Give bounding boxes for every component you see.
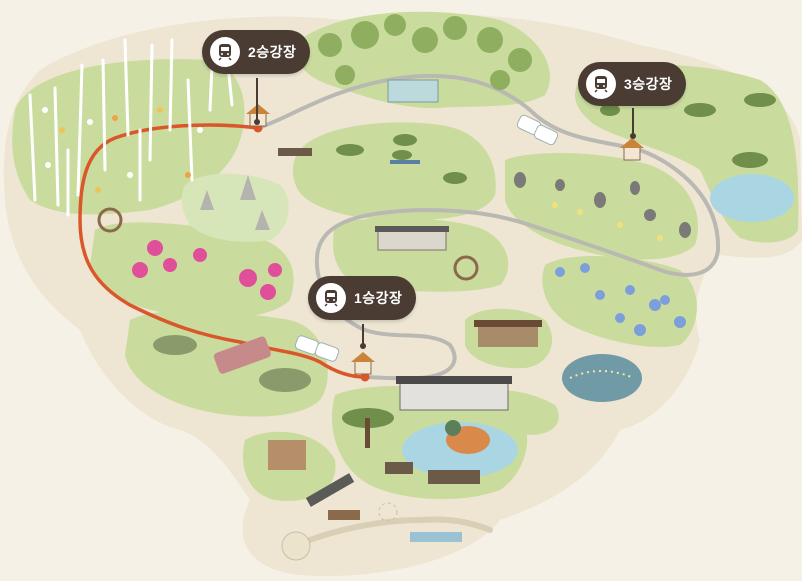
center-garden-zone: [333, 217, 509, 292]
route-point-1: [360, 372, 370, 382]
station-1-pin[interactable]: 1승강장: [308, 276, 417, 320]
monorail-track: [256, 73, 721, 381]
village-roof: [396, 376, 512, 384]
boardwalk: [305, 473, 355, 507]
station-2-stem: [254, 78, 260, 125]
hydrangea-zone: [542, 255, 697, 348]
stone-towers: [200, 175, 270, 230]
mandarin-duck-head: [445, 420, 461, 436]
south-gate: [428, 470, 480, 484]
station-1-label: 1승강장: [354, 290, 403, 306]
station-1-stem: [360, 324, 366, 349]
south-circle: [378, 502, 398, 522]
station-3-pin[interactable]: 3승강장: [578, 62, 687, 106]
pine-pond: [710, 174, 794, 222]
brick-tower: [268, 440, 306, 470]
bonsai-pot: [390, 160, 420, 164]
stone-circle-2: [153, 335, 197, 355]
station-3-label: 3승강장: [624, 76, 673, 92]
azalea-flowers: [132, 240, 282, 300]
south-plaza: [281, 531, 311, 561]
station-3-stem: [630, 108, 636, 139]
greenhouse: [387, 79, 439, 103]
reflection-pond-glow: [569, 370, 635, 379]
tram-icon: [586, 69, 616, 99]
pavilion-roof: [375, 226, 449, 232]
station-2-pin[interactable]: 2승강장: [202, 30, 311, 74]
village-house: [399, 381, 509, 411]
bonsai-zone: [292, 122, 496, 221]
bonsai-trees: [336, 134, 467, 184]
tram-icon: [316, 283, 346, 313]
conifer-trees: [318, 14, 532, 90]
pine-trees: [600, 93, 776, 168]
hydrangea-flowers: [555, 263, 686, 336]
water-wheel: [453, 255, 479, 281]
reflection-pond: [562, 354, 642, 402]
birch-trees: [28, 38, 234, 217]
wooden-bridge: [213, 336, 271, 374]
central-pavilion: [377, 229, 447, 251]
monorail-cars: [294, 114, 559, 362]
entrance-shelter: [410, 532, 462, 542]
station-hut-3: [620, 138, 644, 161]
rock-garden-rocks: [514, 172, 691, 238]
south-path: [287, 516, 493, 551]
station-2-label: 2승강장: [248, 44, 297, 60]
rest-shelter: [278, 148, 312, 156]
pond-pine-trunk: [365, 418, 370, 448]
cabin-roof: [474, 320, 542, 327]
stone-circle: [259, 368, 311, 392]
south-deck: [328, 510, 360, 520]
rock-garden-flowers: [552, 202, 663, 241]
cabin: [478, 325, 538, 347]
south-hut: [385, 462, 413, 474]
water-wheel-west: [97, 207, 123, 233]
tram-icon: [210, 37, 240, 67]
wildflowers: [42, 107, 203, 193]
station-hut-1: [351, 352, 375, 375]
azalea-zone: [90, 222, 294, 318]
